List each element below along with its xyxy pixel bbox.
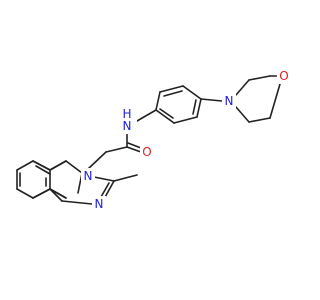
methylene-bond	[87, 151, 107, 170]
bonds-layer	[16, 75, 281, 205]
morpholine-bond	[248, 117, 271, 123]
benzene-bond	[16, 160, 34, 171]
morpholine-oxygen-label: O	[277, 68, 291, 84]
molecule-structure: H N N O O N N	[16, 68, 291, 212]
phenyl-double-bond	[163, 90, 183, 97]
phenyl-double-bond	[192, 99, 197, 115]
benzene-bond	[16, 188, 34, 199]
benzimidazole-n1-text: N	[84, 169, 93, 183]
amide-nitrogen-label: H N	[117, 107, 137, 134]
imidazole-bond	[61, 200, 93, 205]
benzene-bond	[32, 188, 51, 199]
benzene-bond	[49, 188, 67, 199]
carbonyl-bond	[126, 146, 142, 153]
imidazole-double-bond	[100, 182, 110, 198]
amide-bond	[136, 109, 157, 122]
morpholine-bond	[235, 79, 250, 96]
atom-labels-layer: H N N O O N N	[81, 68, 291, 212]
morpholine-bond	[269, 83, 281, 119]
amide-nitrogen-text: N	[123, 119, 132, 133]
imidazole-bond	[65, 160, 83, 174]
phenyl-bond	[173, 116, 198, 124]
benzimidazole-n1-label: N	[81, 168, 95, 184]
benzimidazole-n3-text: N	[95, 197, 104, 211]
imidazole-bond	[49, 160, 67, 171]
imidazole-bond	[93, 176, 115, 182]
morpholine-oxygen-text: O	[279, 69, 288, 83]
benzene-bond	[32, 160, 51, 171]
morpholine-nitrogen-label: N	[222, 93, 236, 109]
phenyl-bond	[182, 85, 202, 100]
carbonyl-double-bond	[127, 142, 142, 149]
carbonyl-oxygen-text: O	[142, 145, 151, 159]
phenyl-bond	[155, 109, 175, 124]
methyl-bond	[113, 174, 138, 182]
carbonyl-oxygen-label: O	[140, 144, 154, 160]
methylene-bond	[105, 146, 128, 153]
morpholine-bond	[235, 106, 250, 123]
morpholine-nitrogen-text: N	[225, 94, 234, 108]
phenyl-double-bond	[159, 108, 174, 119]
benzene-double-bond	[35, 165, 51, 175]
aryl-amine-bond	[200, 98, 223, 102]
phenyl-bond	[159, 85, 184, 93]
benzimidazole-n3-label: N	[92, 196, 106, 212]
phenyl-bond	[196, 98, 202, 118]
imidazole-bond	[49, 188, 63, 202]
morpholine-bond	[248, 75, 271, 81]
amide-hydrogen-text: H	[122, 107, 131, 121]
phenyl-bond	[155, 91, 161, 111]
